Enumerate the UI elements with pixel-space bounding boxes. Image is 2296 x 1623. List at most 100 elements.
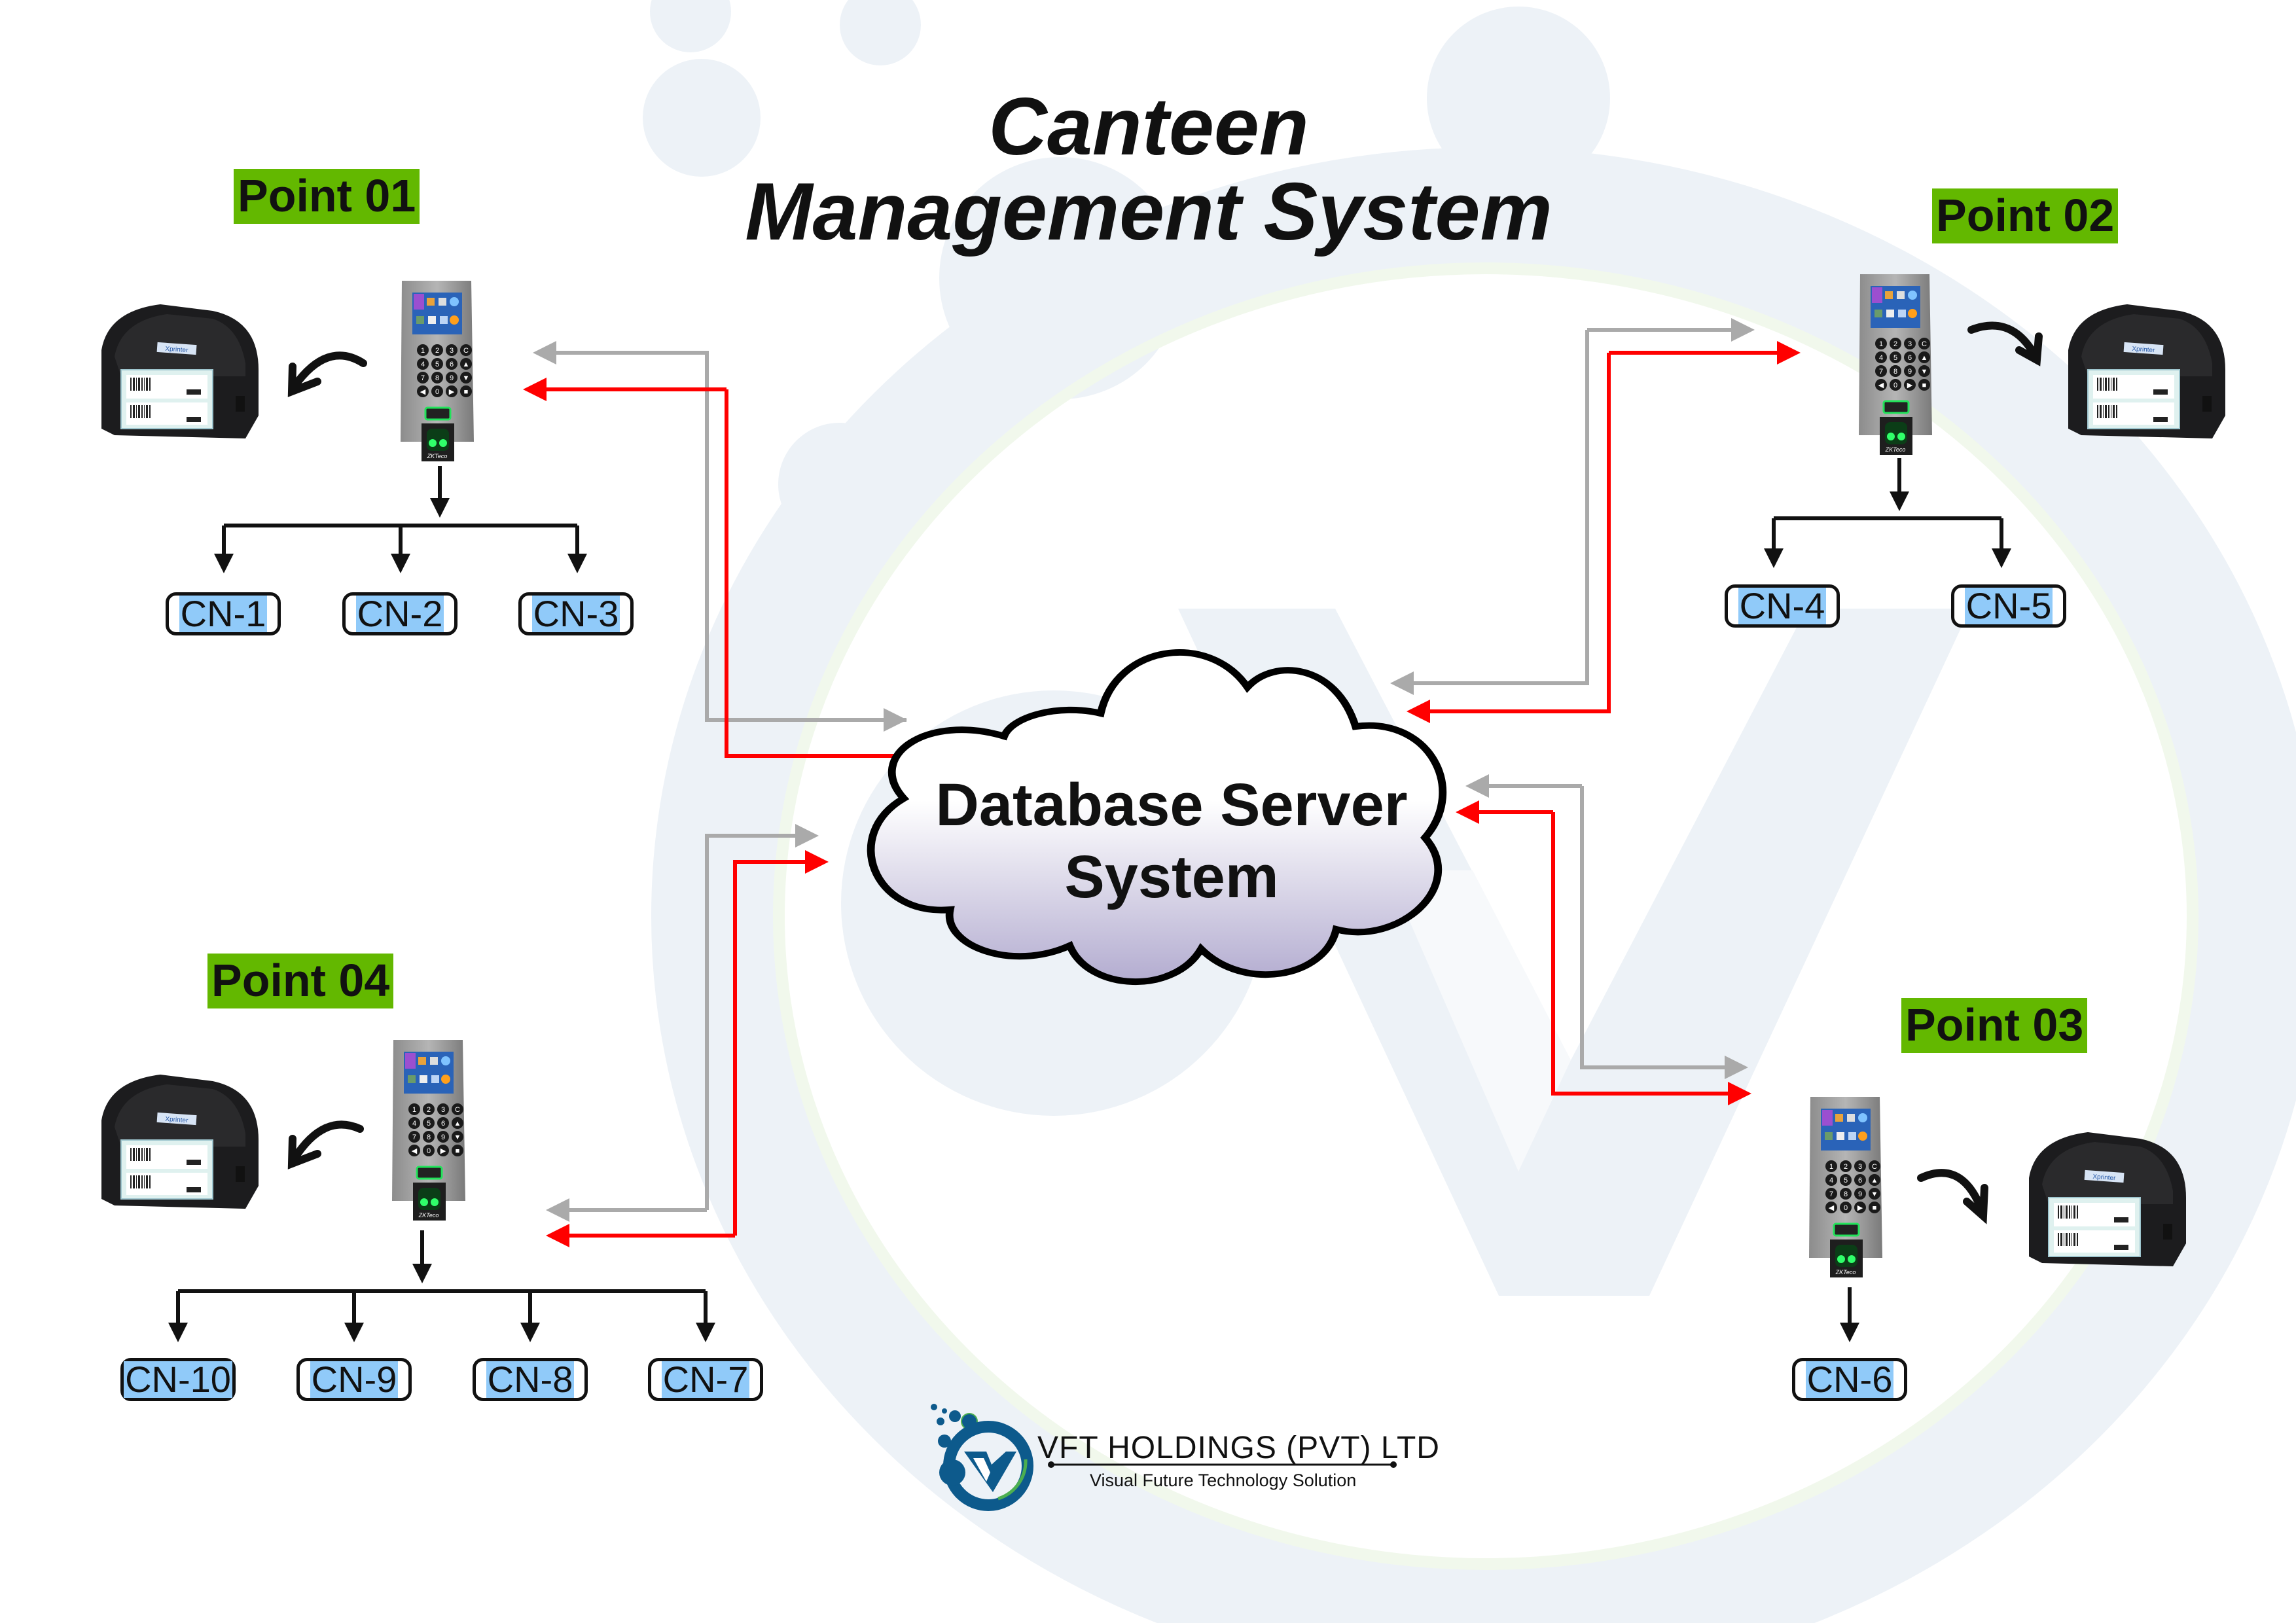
point-label-01: Point 01	[234, 169, 420, 224]
svg-text:0: 0	[1893, 382, 1897, 389]
svg-text:0: 0	[427, 1147, 431, 1155]
svg-text:1: 1	[412, 1106, 416, 1114]
counter-label: CN-8	[486, 1359, 575, 1400]
link-gray-point03	[1580, 786, 1748, 1079]
svg-text:▲: ▲	[463, 361, 470, 368]
counter-cn-2: CN-2	[342, 592, 457, 635]
svg-text:2: 2	[427, 1106, 431, 1114]
label-printer-icon: Xprinter	[95, 298, 265, 445]
svg-text:▶: ▶	[1857, 1204, 1863, 1212]
svg-text:1: 1	[1879, 340, 1883, 348]
page-title-line1: Canteen	[988, 82, 1309, 172]
svg-text:6: 6	[450, 361, 454, 368]
keypad-key: 0	[1890, 379, 1901, 391]
svg-text:■: ■	[464, 388, 469, 396]
keypad-key: 1	[408, 1103, 420, 1115]
svg-text:▲: ▲	[1871, 1177, 1878, 1185]
link-red-point02	[1407, 353, 1611, 723]
tree-point02	[1764, 458, 2011, 568]
logo-divider	[1048, 1461, 1397, 1468]
svg-text:▼: ▼	[1921, 368, 1928, 376]
svg-text:Xprinter: Xprinter	[2132, 346, 2155, 354]
label-printer-icon: Xprinter	[95, 1068, 265, 1215]
keypad-key: 1	[1825, 1160, 1837, 1172]
counter-cn-4: CN-4	[1725, 584, 1840, 628]
counter-label: CN-4	[1738, 585, 1827, 626]
counter-cn-7: CN-7	[648, 1358, 763, 1401]
bg-bubble	[643, 59, 761, 177]
keypad-key: ▶	[437, 1145, 449, 1156]
svg-text:7: 7	[1879, 368, 1883, 376]
keypad-key: ■	[1918, 379, 1930, 391]
svg-text:■: ■	[1922, 382, 1927, 389]
keypad-key: ▼	[1869, 1188, 1880, 1200]
svg-text:▶: ▶	[1907, 382, 1913, 389]
counter-label: CN-10	[124, 1359, 232, 1400]
svg-text:4: 4	[1829, 1177, 1833, 1185]
svg-text:▼: ▼	[463, 374, 470, 382]
svg-text:0: 0	[435, 388, 439, 396]
svg-text:8: 8	[1844, 1190, 1848, 1198]
keypad-key: ▶	[1904, 379, 1916, 391]
tree-point04	[168, 1230, 715, 1342]
keypad-key: 0	[1840, 1202, 1852, 1213]
svg-text:7: 7	[421, 374, 425, 382]
svg-text:3: 3	[1908, 340, 1912, 348]
svg-text:5: 5	[1844, 1177, 1848, 1185]
bg-bubble	[1427, 7, 1610, 190]
keypad-key: 6	[1854, 1174, 1866, 1186]
point-label-02: Point 02	[1932, 188, 2119, 243]
svg-text:5: 5	[1893, 354, 1897, 362]
svg-text:3: 3	[450, 347, 454, 355]
svg-text:Xprinter: Xprinter	[2092, 1173, 2116, 1182]
keypad-key: ▲	[1869, 1174, 1880, 1186]
bg-bubble	[650, 0, 731, 52]
counter-cn-3: CN-3	[518, 592, 634, 635]
curved-arrow-point03	[1917, 1169, 1988, 1224]
svg-text:▶: ▶	[440, 1147, 446, 1155]
svg-text:◀: ◀	[1829, 1204, 1835, 1212]
link-gray-point04	[705, 824, 819, 1210]
svg-text:ZKTeco: ZKTeco	[418, 1212, 439, 1219]
svg-text:C: C	[455, 1106, 460, 1114]
bg-bubble	[840, 0, 921, 65]
counter-label: CN-7	[661, 1359, 750, 1400]
keypad-key: ▶	[446, 385, 457, 397]
svg-text:2: 2	[1844, 1163, 1848, 1171]
keypad-key: 5	[423, 1117, 435, 1129]
keypad-key: 2	[431, 344, 443, 356]
link-gray-point02	[1390, 330, 1589, 695]
link-red-point03	[1551, 812, 1751, 1105]
tree-point01	[214, 466, 587, 573]
keypad-key: 3	[446, 344, 457, 356]
counter-label: CN-9	[310, 1359, 399, 1400]
svg-text:9: 9	[450, 374, 454, 382]
keypad-key: 6	[446, 358, 457, 370]
keypad-key: 9	[446, 372, 457, 383]
svg-text:3: 3	[1858, 1163, 1862, 1171]
keypad-key: 7	[417, 372, 429, 383]
keypad-key: 7	[408, 1131, 420, 1143]
svg-text:Xprinter: Xprinter	[165, 346, 188, 354]
keypad-key: C	[1918, 338, 1930, 349]
keypad-key: ■	[1869, 1202, 1880, 1213]
counter-label: CN-5	[1964, 585, 2053, 626]
svg-text:C: C	[463, 347, 469, 355]
keypad-key: 8	[1840, 1188, 1852, 1200]
cloud-icon	[867, 649, 1446, 986]
keypad-key: 0	[431, 385, 443, 397]
curved-arrow-point02	[1967, 321, 2043, 366]
keypad-key: ▲	[1918, 351, 1930, 363]
keypad-key: 9	[1904, 365, 1916, 377]
svg-text:Xprinter: Xprinter	[165, 1116, 188, 1124]
counter-cn-6: CN-6	[1792, 1358, 1907, 1401]
svg-text:4: 4	[412, 1120, 416, 1128]
keypad-key: ◀	[1875, 379, 1887, 391]
keypad-key: ◀	[1825, 1202, 1837, 1213]
keypad-key: 4	[408, 1117, 420, 1129]
